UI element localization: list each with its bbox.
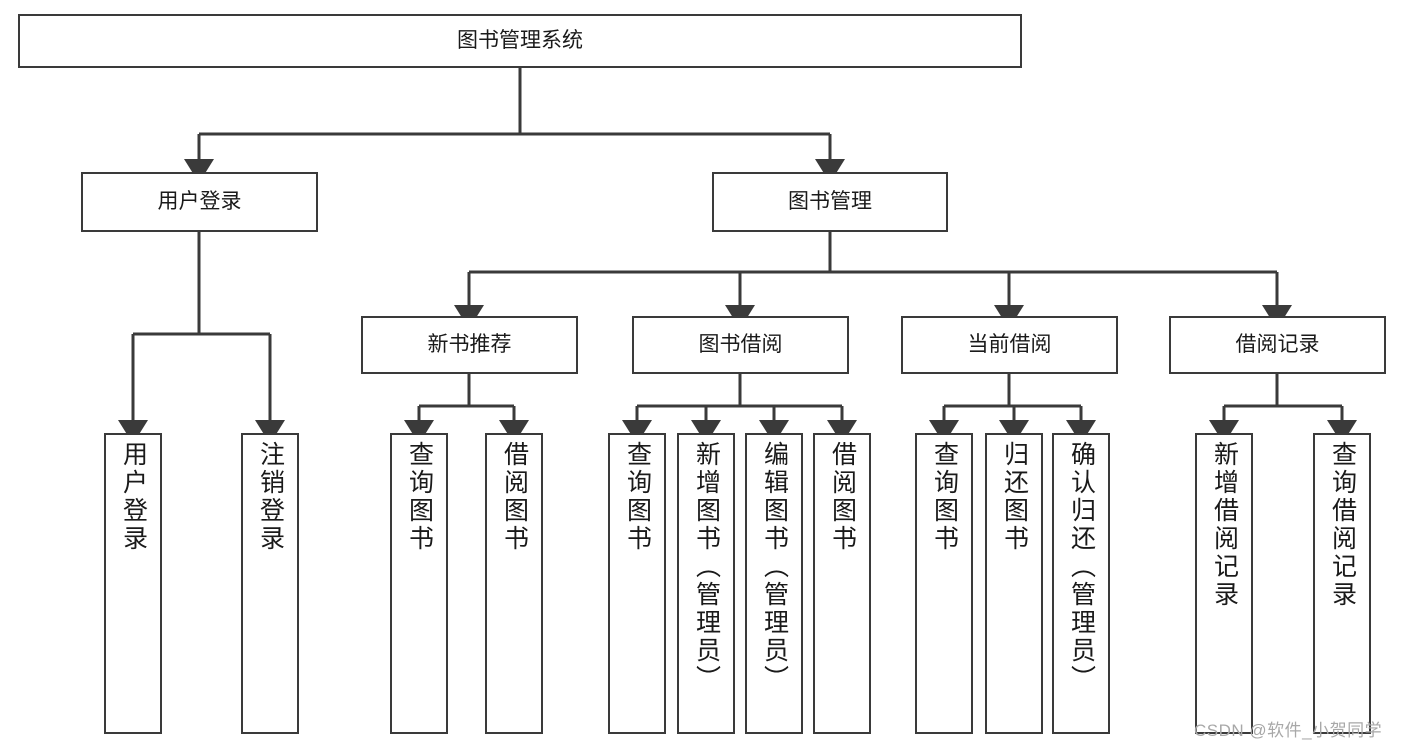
leaf-label: 查询图书	[623, 441, 652, 553]
leaf-label: 查询借阅记录	[1328, 441, 1357, 609]
node-book-borrow-label: 图书借阅	[698, 332, 783, 356]
node-root[interactable]: 图书管理系统	[18, 14, 1022, 68]
node-new-book-recommend[interactable]: 新书推荐	[361, 316, 578, 374]
leaf-label: 借阅图书	[828, 441, 857, 553]
leaf-borrow-add-book[interactable]: 新增图书（管理员）	[677, 433, 735, 734]
leaf-borrow-edit-book[interactable]: 编辑图书（管理员）	[745, 433, 803, 734]
node-book-borrow[interactable]: 图书借阅	[632, 316, 849, 374]
node-user-login[interactable]: 用户登录	[81, 172, 318, 232]
leaf-current-return-book[interactable]: 归还图书	[985, 433, 1043, 734]
node-book-management[interactable]: 图书管理	[712, 172, 948, 232]
leaf-record-add-record[interactable]: 新增借阅记录	[1195, 433, 1253, 734]
node-borrow-record-label: 借阅记录	[1235, 332, 1320, 356]
leaf-label: 编辑图书（管理员）	[760, 441, 789, 693]
leaf-label: 归还图书	[1000, 441, 1029, 553]
leaf-label: 新增图书（管理员）	[692, 441, 721, 693]
leaf-recommend-borrow-book[interactable]: 借阅图书	[485, 433, 543, 734]
leaf-label: 查询图书	[930, 441, 959, 553]
leaf-borrow-borrow-book[interactable]: 借阅图书	[813, 433, 871, 734]
node-book-management-label: 图书管理	[788, 189, 872, 213]
node-current-borrow-label: 当前借阅	[967, 332, 1052, 356]
node-new-book-recommend-label: 新书推荐	[427, 332, 512, 356]
leaf-record-query-record[interactable]: 查询借阅记录	[1313, 433, 1371, 734]
node-borrow-record[interactable]: 借阅记录	[1169, 316, 1386, 374]
leaf-label: 借阅图书	[500, 441, 529, 553]
leaf-recommend-query-book[interactable]: 查询图书	[390, 433, 448, 734]
node-root-label: 图书管理系统	[457, 28, 583, 52]
leaf-label: 用户登录	[119, 441, 148, 553]
leaf-label: 查询图书	[405, 441, 434, 553]
leaf-current-confirm-return[interactable]: 确认归还（管理员）	[1052, 433, 1110, 734]
leaf-label: 注销登录	[256, 441, 285, 553]
leaf-user-login-login[interactable]: 用户登录	[104, 433, 162, 734]
node-user-login-label: 用户登录	[157, 189, 242, 213]
leaf-current-query-book[interactable]: 查询图书	[915, 433, 973, 734]
leaf-user-login-logout[interactable]: 注销登录	[241, 433, 299, 734]
leaf-label: 新增借阅记录	[1210, 441, 1239, 609]
leaf-label: 确认归还（管理员）	[1067, 441, 1096, 693]
node-current-borrow[interactable]: 当前借阅	[901, 316, 1118, 374]
watermark: CSDN @软件_小贺同学	[1194, 721, 1383, 740]
leaf-borrow-query-book[interactable]: 查询图书	[608, 433, 666, 734]
